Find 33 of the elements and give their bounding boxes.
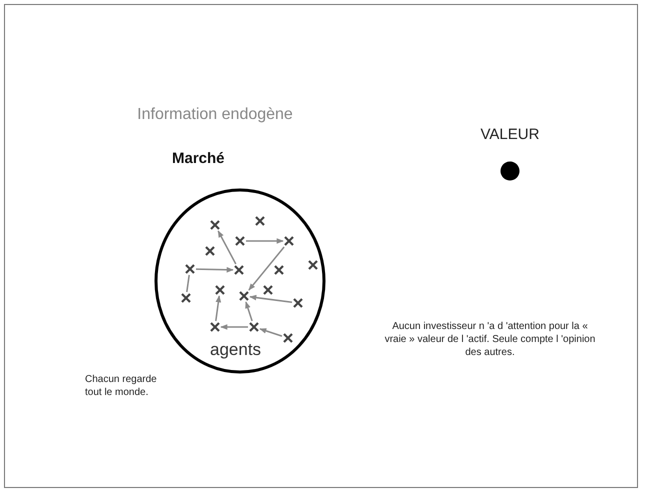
agent-cross bbox=[180, 292, 192, 304]
agent-cross bbox=[238, 290, 250, 302]
agent-cross bbox=[283, 235, 295, 247]
agent-cross bbox=[292, 297, 304, 309]
arrow bbox=[196, 266, 234, 273]
agent-cross bbox=[254, 215, 266, 227]
diagram-title: Information endogène bbox=[136, 106, 294, 124]
agent-cross bbox=[204, 245, 216, 257]
connector-line bbox=[186, 274, 190, 292]
agent-cross bbox=[273, 264, 285, 276]
arrow bbox=[246, 238, 284, 244]
arrow bbox=[259, 328, 282, 337]
agent-cross bbox=[209, 219, 221, 231]
agent-cross bbox=[233, 264, 245, 276]
arrow bbox=[218, 230, 236, 264]
value-label: VALEUR bbox=[480, 126, 540, 143]
market-heading: Marché bbox=[172, 150, 225, 167]
note-text: Aucun investisseur n 'a d 'attention pour la « vraie » valeur de l 'actif. Seule compte l 'opinion des autres. bbox=[384, 320, 596, 359]
arrow bbox=[220, 324, 248, 330]
agent-cross bbox=[184, 263, 196, 275]
agent-cross bbox=[209, 321, 221, 333]
agent-cross bbox=[234, 235, 246, 247]
arrow bbox=[248, 246, 285, 291]
arrow bbox=[249, 294, 292, 303]
agent-cross bbox=[262, 284, 274, 296]
arrow bbox=[215, 295, 222, 322]
note-text: Chacun regarde tout le monde. bbox=[85, 373, 158, 399]
agent-cross bbox=[307, 259, 319, 271]
agent-cross bbox=[214, 284, 226, 296]
agents-label: agents bbox=[210, 340, 262, 360]
arrow bbox=[245, 301, 253, 322]
agent-cross bbox=[282, 332, 294, 344]
agent-cross bbox=[248, 321, 260, 333]
